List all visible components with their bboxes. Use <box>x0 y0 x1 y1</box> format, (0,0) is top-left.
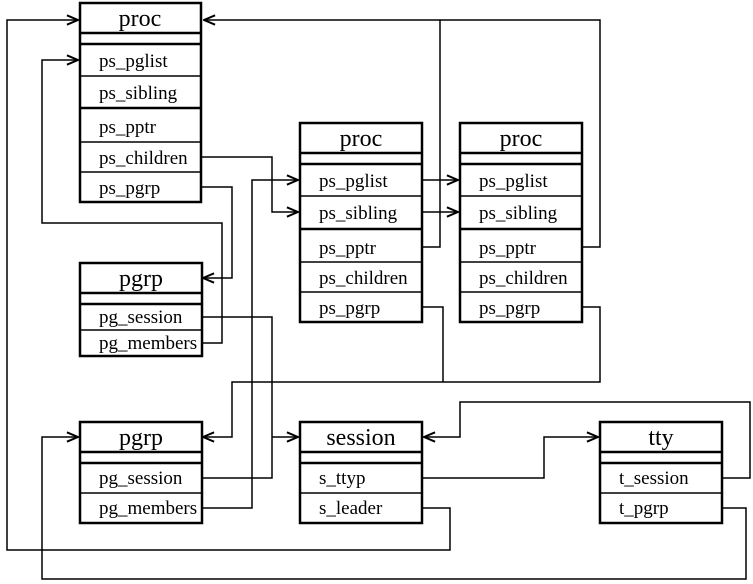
box-title: tty <box>648 425 673 451</box>
proc3-field-ps-pglist: ps_pglist <box>479 171 548 192</box>
proc2-field-ps-pgrp: ps_pgrp <box>319 298 380 319</box>
pgrp1-field-pg-session: pg_session <box>99 307 183 328</box>
box-frame <box>78 420 204 525</box>
edge-proc2-pptr-join <box>422 20 441 248</box>
box-frame <box>78 1 203 204</box>
box-frame <box>298 121 424 324</box>
edge-t-session-to-session <box>424 401 751 479</box>
proc1-field-ps-pgrp: ps_pgrp <box>99 178 160 199</box>
proc1-field-ps-sibling: ps_sibling <box>99 83 178 104</box>
box-frame <box>78 261 204 358</box>
proc2-field-ps-pglist: ps_pglist <box>319 171 388 192</box>
proc2-field-ps-sibling: ps_sibling <box>319 203 398 224</box>
edge-s-leader-to-proc1 <box>6 20 451 551</box>
box-frame <box>598 420 724 525</box>
edge-pgrp1-members-to-proc1-pglist <box>41 60 223 344</box>
box-title: proc <box>340 126 383 152</box>
edge-proc3-pptr-to-proc1 <box>204 20 601 248</box>
session-field-s-leader: s_leader <box>319 498 383 519</box>
edge-proc3-pgrp-to-pgrp2 <box>203 306 601 437</box>
box-title: proc <box>119 6 162 32</box>
proc1-field-ps-children: ps_children <box>99 148 188 169</box>
box-title: pgrp <box>119 425 163 451</box>
box-proc1: proc ps_pglist ps_sibling ps_pptr ps_chi… <box>78 1 203 204</box>
proc3-field-ps-sibling: ps_sibling <box>479 203 558 224</box>
proc3-field-ps-children: ps_children <box>479 268 568 289</box>
box-session: session s_ttyp s_leader <box>298 420 424 525</box>
proc3-field-ps-pgrp: ps_pgrp <box>479 298 540 319</box>
box-title: proc <box>500 126 543 152</box>
box-frame <box>458 121 584 324</box>
box-title: pgrp <box>119 266 163 292</box>
tty-field-t-session: t_session <box>619 468 689 489</box>
edge-proc1-pgrp-to-pgrp1 <box>201 186 233 278</box>
box-proc3: proc ps_pglist ps_sibling ps_pptr ps_chi… <box>458 121 584 324</box>
proc2-field-ps-children: ps_children <box>319 268 408 289</box>
box-pgrp1: pgrp pg_session pg_members <box>78 261 204 358</box>
proc1-field-ps-pglist: ps_pglist <box>99 51 168 72</box>
pgrp2-field-pg-session: pg_session <box>99 468 183 489</box>
edge-proc1-children-to-proc2-sibling <box>201 156 298 212</box>
proc1-field-ps-pptr: ps_pptr <box>99 117 157 138</box>
proc2-field-ps-pptr: ps_pptr <box>319 238 377 259</box>
edge-t-pgrp-to-pgrp2 <box>41 437 747 580</box>
proc3-field-ps-pptr: ps_pptr <box>479 238 537 259</box>
edge-pgrp1-session-join <box>202 316 273 479</box>
box-frame <box>298 420 424 525</box>
edge-s-ttyp-to-tty <box>422 437 598 479</box>
box-proc2: proc ps_pglist ps_sibling ps_pptr ps_chi… <box>298 121 424 324</box>
edge-proc2-pgrp-join <box>422 306 444 382</box>
box-tty: tty t_session t_pgrp <box>598 420 724 525</box>
pgrp2-field-pg-members: pg_members <box>99 498 197 519</box>
tty-field-t-pgrp: t_pgrp <box>619 498 669 519</box>
session-field-s-ttyp: s_ttyp <box>319 468 365 489</box>
edge-pgrp2-members-to-proc2-pglist <box>202 180 298 509</box>
box-title: session <box>326 425 395 451</box>
box-pgrp2: pgrp pg_session pg_members <box>78 420 204 525</box>
pgrp1-field-pg-members: pg_members <box>99 333 197 354</box>
